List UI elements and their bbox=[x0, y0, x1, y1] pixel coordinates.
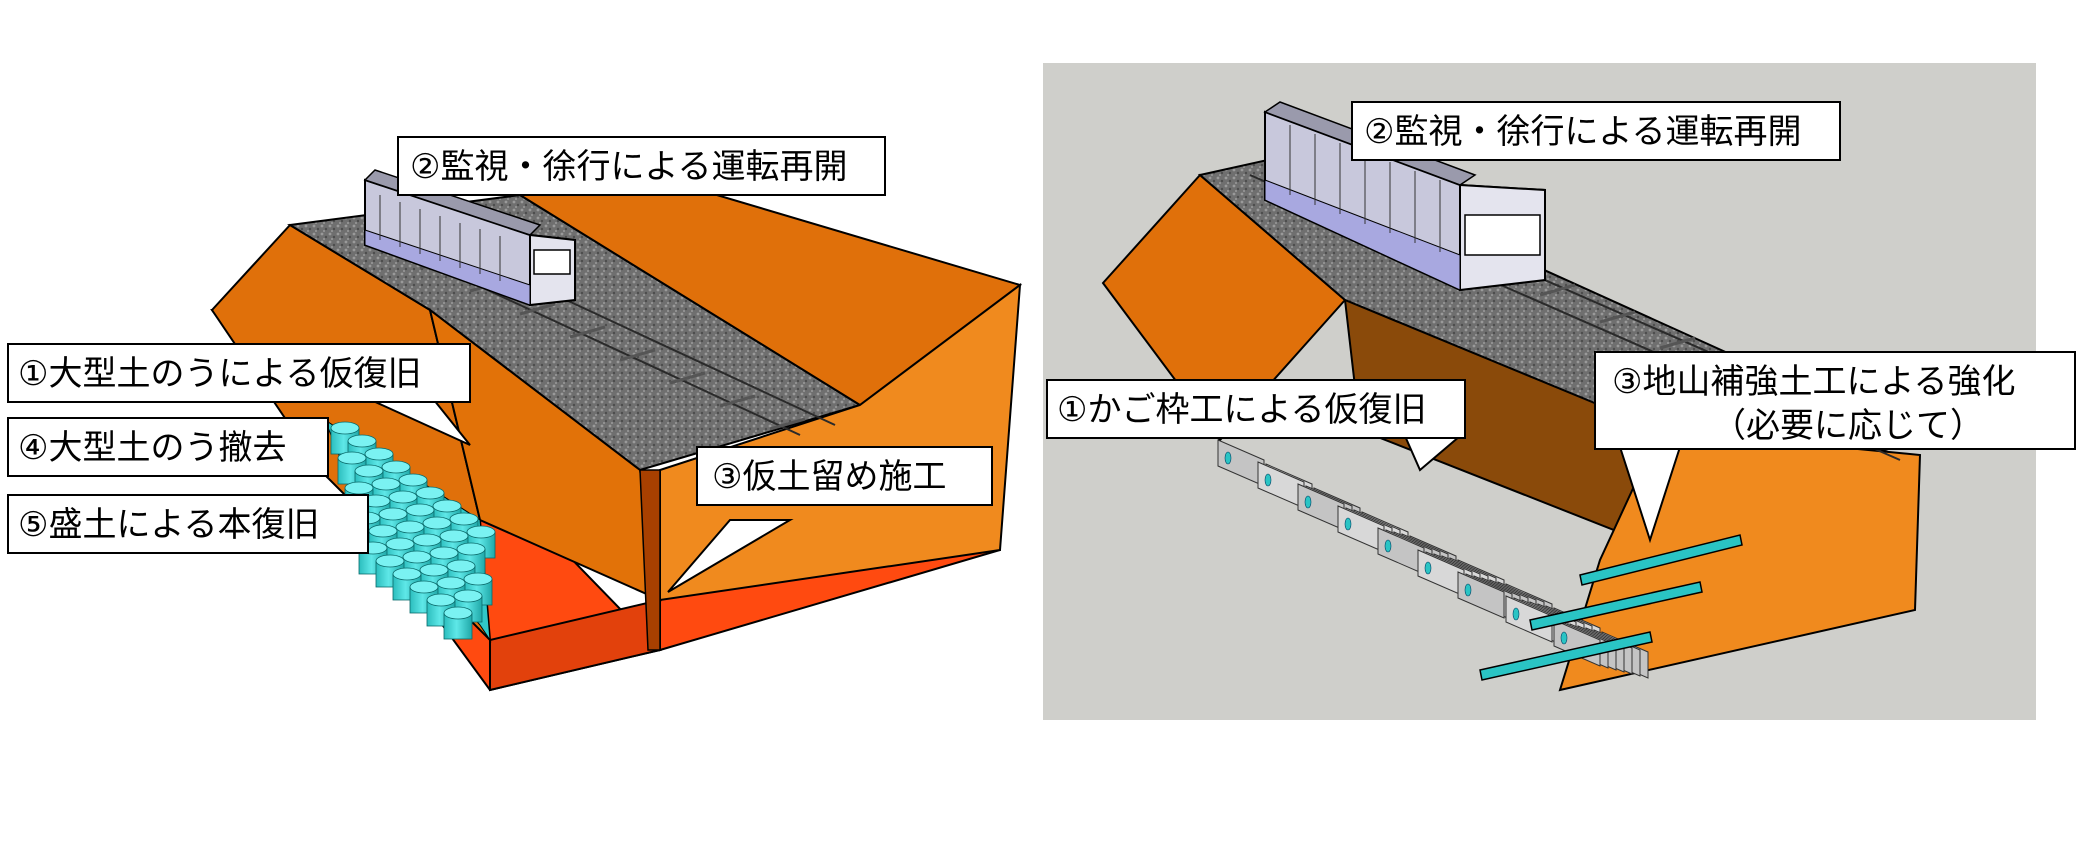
sandbag-top bbox=[392, 567, 422, 581]
sandbag-top bbox=[409, 580, 439, 594]
sandbag-top bbox=[368, 524, 398, 538]
sandbag-top bbox=[344, 481, 374, 495]
label-text: ①大型土のうによる仮復旧 bbox=[18, 354, 421, 394]
gabion-block bbox=[1457, 571, 1505, 619]
sandbag-top bbox=[426, 593, 456, 607]
right-labels: ②監視・徐行による運転再開 ①かご枠工による仮復旧 ③地山補強土工による強化 （… bbox=[1046, 101, 2076, 544]
sandbag-top bbox=[429, 546, 459, 560]
gabion-marker bbox=[1264, 473, 1272, 487]
sandbag-top bbox=[463, 572, 493, 586]
sandbag-top bbox=[398, 473, 428, 487]
sandbag-top bbox=[402, 550, 432, 564]
gabion-marker bbox=[1560, 631, 1568, 645]
sandbag-top bbox=[412, 533, 442, 547]
sandbag-top bbox=[364, 447, 394, 461]
train-icon bbox=[1263, 101, 1546, 292]
sandbag-top bbox=[337, 451, 367, 465]
sandbag-top bbox=[419, 563, 449, 577]
soil-nails bbox=[1479, 534, 1743, 681]
sandbag-top bbox=[385, 537, 415, 551]
label-text: ②監視・徐行による運転再開 bbox=[1364, 112, 1801, 152]
gabion-marker bbox=[1344, 517, 1352, 531]
sandbag-top bbox=[443, 606, 473, 620]
sandbag-top bbox=[354, 464, 384, 478]
gabion-block bbox=[1505, 595, 1553, 643]
label-box-right-3: ③地山補強土工による強化 （必要に応じて） bbox=[1594, 351, 2076, 544]
sandbag-top bbox=[449, 512, 479, 526]
train-icon bbox=[363, 169, 576, 307]
sandbag-top bbox=[395, 520, 425, 534]
label-box-left-3: ③仮土留め施工 bbox=[667, 446, 993, 593]
sandbag-top bbox=[439, 529, 469, 543]
label-box-left-4: ④大型土のう撤去 bbox=[7, 417, 329, 477]
label-text: ①かご枠工による仮復旧 bbox=[1057, 390, 1426, 430]
sandbag-top bbox=[415, 486, 445, 500]
sandbag-top bbox=[347, 434, 377, 448]
sandbag-top bbox=[436, 576, 466, 590]
sandbag-top bbox=[371, 477, 401, 491]
label-box-left-1: ①大型土のうによる仮復旧 bbox=[7, 343, 471, 446]
sandbag-top bbox=[381, 460, 411, 474]
label-text: （必要に応じて） bbox=[1712, 406, 1984, 446]
gabion-marker bbox=[1512, 607, 1520, 621]
label-text: ③地山補強土工による強化 bbox=[1612, 362, 2015, 402]
gabion-marker bbox=[1424, 561, 1432, 575]
gabion-marker bbox=[1384, 539, 1392, 553]
gabion-marker bbox=[1224, 451, 1232, 465]
sandbag-top bbox=[330, 421, 360, 435]
left-labels: ②監視・徐行による運転再開 ①大型土のうによる仮復旧 ④大型土のう撤去 ⑤盛土に… bbox=[7, 136, 993, 593]
label-box-left-5: ⑤盛土による本復旧 bbox=[7, 494, 369, 554]
sandbag-top bbox=[432, 499, 462, 513]
sandbag-top bbox=[456, 542, 486, 556]
sandbag-top bbox=[422, 516, 452, 530]
label-box-right-2: ②監視・徐行による運転再開 bbox=[1351, 101, 1841, 161]
sandbag-top bbox=[375, 554, 405, 568]
label-text: ⑤盛土による本復旧 bbox=[18, 505, 319, 545]
label-box-left-2: ②監視・徐行による運転再開 bbox=[397, 136, 886, 196]
label-text: ②監視・徐行による運転再開 bbox=[410, 147, 847, 187]
sandbag-top bbox=[466, 525, 496, 539]
gabion-marker bbox=[1464, 583, 1472, 597]
sandbag-top bbox=[388, 490, 418, 504]
label-text: ④大型土のう撤去 bbox=[18, 428, 286, 468]
label-box-right-1: ①かご枠工による仮復旧 bbox=[1046, 379, 1466, 472]
sandbag-top bbox=[446, 559, 476, 573]
sandbag-array bbox=[330, 421, 496, 640]
sandbag-top bbox=[378, 507, 408, 521]
label-text: ③仮土留め施工 bbox=[712, 457, 946, 497]
sandbag-top bbox=[405, 503, 435, 517]
gabion-marker bbox=[1304, 495, 1312, 509]
sandbag-top bbox=[453, 589, 483, 603]
